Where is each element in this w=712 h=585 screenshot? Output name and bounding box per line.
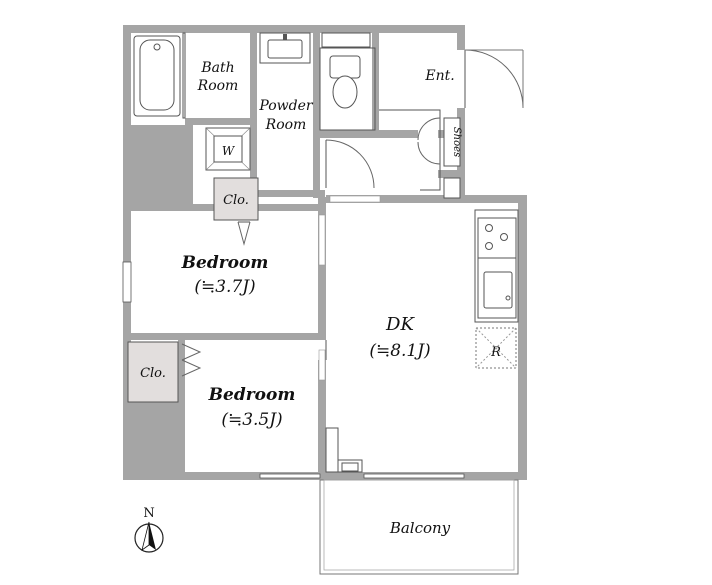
bedroom-2-size: (≒3.5J) [221, 410, 282, 430]
bath-room-label-1: Bath [200, 60, 234, 76]
closet-2 [127, 341, 179, 403]
bathtub-icon [133, 35, 181, 117]
bedroom-2-name: Bedroom [208, 385, 296, 405]
kitchen-sink-icon [477, 257, 517, 319]
closet-1 [213, 177, 259, 221]
bedroom-1-size: (≒3.7J) [194, 277, 255, 297]
stove-icon [477, 217, 517, 259]
bedroom-1-name: Bedroom [181, 253, 269, 273]
closet-2-door[interactable] [181, 343, 202, 377]
north-arrow-icon [134, 521, 164, 553]
toilet-enclosure [319, 47, 376, 131]
dk-size: (≒8.1J) [369, 341, 430, 361]
entrance-door[interactable] [464, 49, 524, 109]
powder-room-label-2: Room [265, 117, 307, 133]
entrance-label: Ent. [424, 68, 454, 84]
toilet-icon [321, 32, 371, 109]
fridge-space [475, 327, 517, 369]
compass-label: N [143, 506, 154, 521]
sink-icon [259, 32, 311, 64]
structural-columns [325, 427, 363, 473]
bath-divider [182, 32, 186, 119]
closet-1-label: Clo. [223, 193, 249, 208]
closet-2-label: Clo. [140, 366, 166, 381]
counter [474, 209, 519, 323]
shoes-cabinet [443, 117, 461, 199]
hall-door[interactable] [325, 139, 375, 189]
shoes-label: Shoes [451, 127, 462, 157]
washer-space [205, 127, 251, 171]
bath-room-label-2: Room [197, 78, 239, 94]
shoes-doors[interactable] [417, 117, 441, 165]
closet-1-door[interactable] [237, 221, 251, 246]
balcony-label: Balcony [389, 519, 451, 537]
washer-label: W [222, 144, 236, 158]
openings [122, 195, 465, 479]
balcony [319, 479, 519, 575]
powder-room-label-1: Powder [258, 98, 314, 114]
entrance-step [379, 109, 441, 191]
dk-name: DK [385, 314, 415, 335]
fridge-label: R [490, 345, 501, 360]
